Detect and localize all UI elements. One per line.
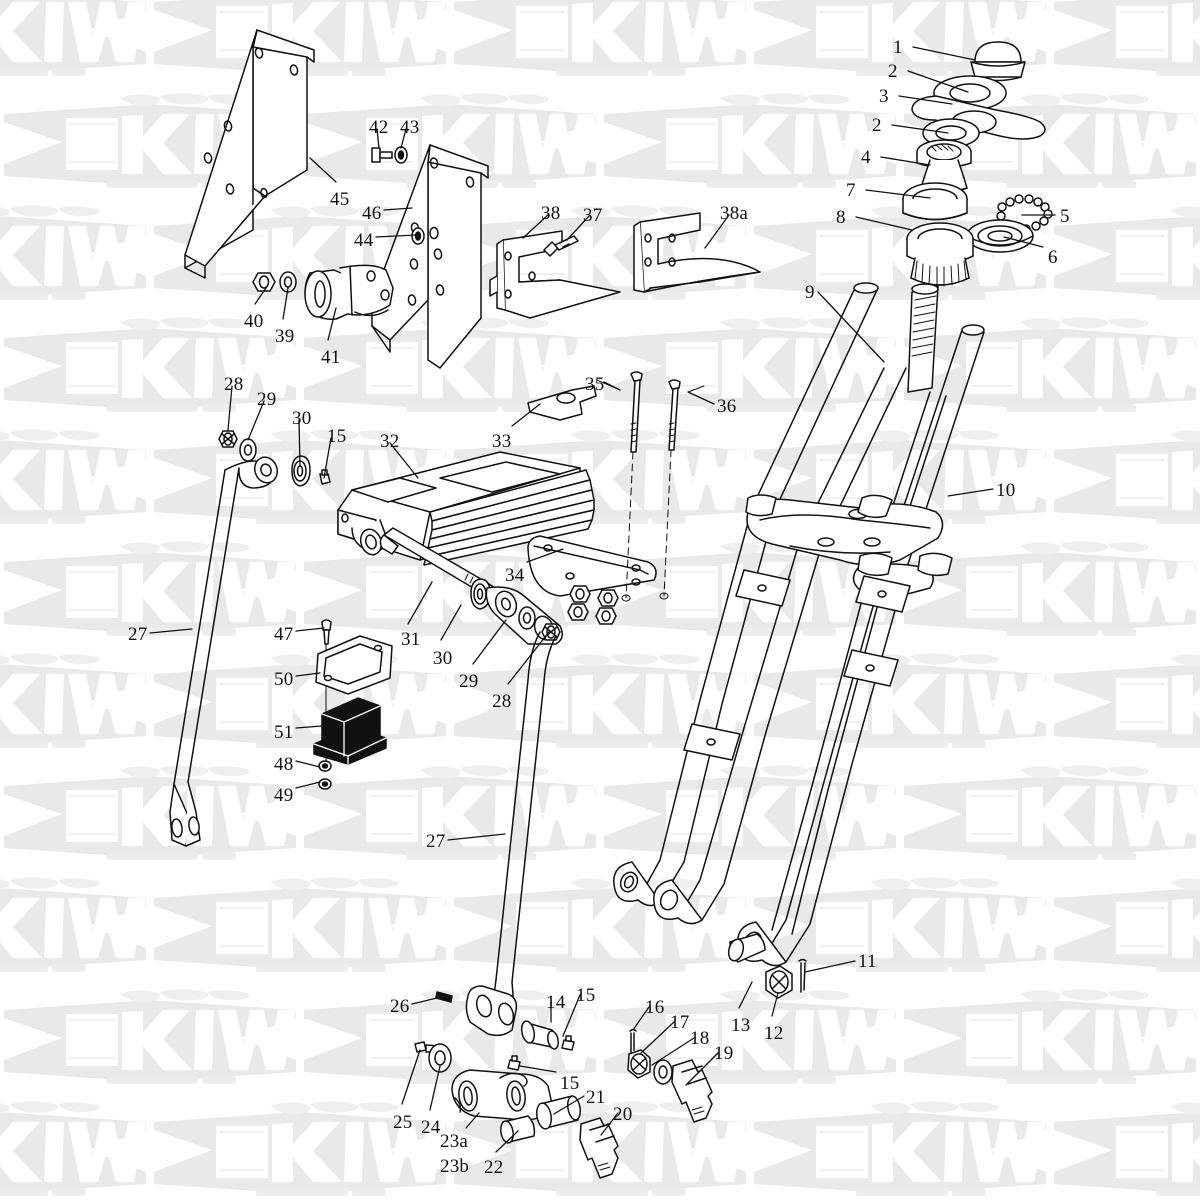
callout-number-35: 35	[585, 374, 605, 395]
callout-number-32: 32	[380, 431, 400, 452]
callout-number-27a: 27	[128, 624, 148, 645]
callout-number-15a: 15	[576, 985, 596, 1006]
callout-number-27b: 27	[426, 831, 446, 852]
callout-number-7: 7	[846, 180, 856, 201]
leader-line-7	[865, 189, 931, 199]
callout-number-25: 25	[393, 1112, 413, 1133]
callout-number-5: 5	[1060, 206, 1070, 227]
callout-number-28a: 28	[224, 374, 244, 395]
callout-number-15b: 15	[560, 1073, 580, 1094]
callout-number-38a: 38a	[720, 203, 749, 224]
callout-number-2b: 2	[872, 115, 882, 136]
callout-number-12: 12	[764, 1023, 784, 1044]
callout-number-29b: 29	[459, 671, 479, 692]
callout-number-23a: 23a	[440, 1131, 469, 1152]
callout-number-14: 14	[546, 992, 566, 1013]
callout-number-8: 8	[836, 207, 846, 228]
callout-number-30b: 30	[433, 648, 453, 669]
callout-number-15c: 15	[327, 426, 347, 447]
callout-number-33: 33	[492, 431, 512, 452]
callout-number-23b: 23b	[440, 1156, 470, 1177]
callout-number-11: 11	[858, 951, 877, 972]
callout-number-26: 26	[390, 996, 410, 1017]
callout-number-34: 34	[505, 565, 525, 586]
callout-number-28b: 28	[492, 691, 512, 712]
callout-number-1: 1	[893, 37, 903, 58]
callout-number-42: 42	[369, 117, 389, 138]
callout-number-36: 36	[717, 396, 737, 417]
callout-number-10: 10	[996, 480, 1016, 501]
callout-number-39: 39	[275, 326, 295, 347]
callout-number-3: 3	[879, 86, 889, 107]
callout-number-49: 49	[274, 785, 294, 806]
callout-number-41: 41	[321, 347, 341, 368]
callout-number-29a: 29	[257, 389, 277, 410]
callout-number-6: 6	[1048, 247, 1058, 268]
callout-number-40: 40	[244, 311, 264, 332]
callout-number-19: 19	[714, 1043, 734, 1064]
callout-number-4: 4	[861, 147, 871, 168]
callout-number-2a: 2	[888, 61, 898, 82]
callout-number-22: 22	[484, 1157, 504, 1178]
callout-number-51: 51	[274, 722, 294, 743]
callout-number-18: 18	[690, 1028, 710, 1049]
callout-number-20: 20	[613, 1104, 633, 1125]
callout-number-46: 46	[362, 203, 382, 224]
callout-number-48: 48	[274, 754, 294, 775]
callout-number-16: 16	[645, 997, 665, 1018]
callout-number-31: 31	[401, 629, 421, 650]
callout-number-38: 38	[541, 203, 561, 224]
callout-number-47: 47	[274, 624, 294, 645]
callout-number-45: 45	[330, 189, 350, 210]
callout-number-44: 44	[354, 230, 374, 251]
callout-number-9: 9	[805, 282, 815, 303]
callout-number-30a: 30	[292, 408, 312, 429]
callout-number-50: 50	[274, 669, 294, 690]
callout-number-43: 43	[400, 117, 420, 138]
callout-number-17: 17	[670, 1012, 690, 1033]
callout-number-24: 24	[421, 1117, 441, 1138]
callout-number-13: 13	[731, 1015, 751, 1036]
callout-number-37: 37	[583, 205, 603, 226]
callout-number-21: 21	[586, 1087, 606, 1108]
